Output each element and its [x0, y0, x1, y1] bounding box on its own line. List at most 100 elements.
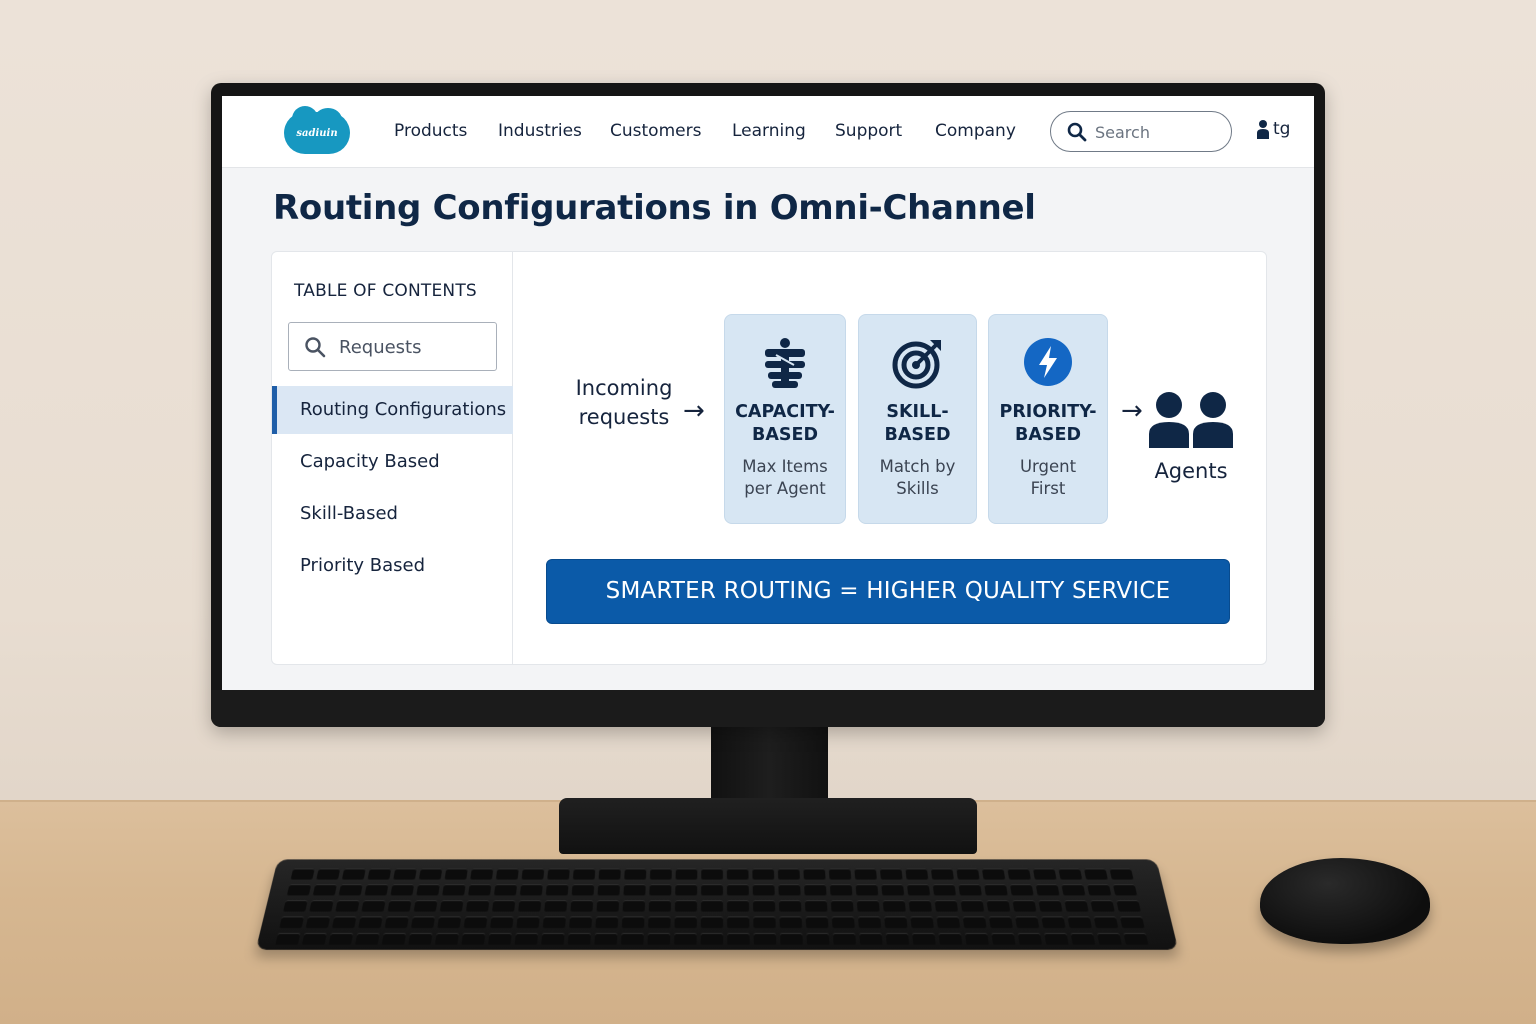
keyboard-key: [1070, 932, 1096, 945]
keyboard-row: [279, 916, 1145, 929]
keyboard-key: [1015, 916, 1040, 929]
card-description: Match by Skills: [859, 456, 976, 500]
page-title: Routing Configurations in Omni-Channel: [273, 188, 1036, 228]
keyboard-key: [468, 884, 492, 896]
keyboard-key: [355, 932, 380, 945]
keyboard-key: [364, 884, 389, 896]
keyboard-key: [335, 900, 360, 912]
keyboard-key: [700, 900, 724, 912]
keyboard: [255, 859, 1179, 950]
keyboard-key: [882, 900, 906, 912]
keyboard-key: [906, 884, 931, 896]
keyboard-key: [596, 900, 620, 912]
keyboard-key: [934, 900, 959, 912]
keyboard-key: [338, 884, 363, 896]
keyboard-key: [647, 932, 671, 945]
keyboard-key: [964, 932, 989, 945]
content-panel: TABLE OF CONTENTS Routing Configurations…: [271, 251, 1267, 665]
toc-search[interactable]: [288, 322, 497, 371]
keyboard-key: [1032, 868, 1057, 880]
keyboard-key: [305, 916, 331, 929]
keyboard-key: [1119, 916, 1145, 929]
keyboard-key: [463, 916, 488, 929]
nav-item-industries[interactable]: Industries: [498, 121, 582, 141]
keyboard-key: [461, 932, 486, 945]
keyboard-key: [674, 900, 698, 912]
keyboard-key: [675, 868, 698, 880]
keyboard-key: [908, 900, 932, 912]
toc-search-input[interactable]: [339, 336, 489, 358]
keyboard-key: [648, 900, 672, 912]
keyboard-key: [726, 900, 750, 912]
toc-item-skill-based[interactable]: Skill-Based: [300, 503, 398, 524]
keyboard-key: [726, 868, 749, 880]
keyboard-key: [960, 900, 985, 912]
keyboard-key: [1123, 932, 1149, 945]
user-menu[interactable]: tg: [1256, 119, 1290, 139]
keyboard-key: [700, 916, 724, 929]
keyboard-key: [803, 868, 826, 880]
keyboard-key: [286, 884, 312, 896]
arrow-right-icon: →: [683, 396, 705, 426]
keyboard-key: [905, 868, 929, 880]
nav-search[interactable]: [1050, 111, 1232, 152]
nav-item-products[interactable]: Products: [394, 121, 468, 141]
card-skill-based: SKILL- BASED Match by Skills: [858, 314, 977, 524]
keyboard-key: [674, 932, 697, 945]
card-title: CAPACITY- BASED: [725, 401, 845, 447]
keyboard-key: [958, 884, 982, 896]
toc-item-priority-based[interactable]: Priority Based: [300, 555, 426, 576]
keyboard-key: [598, 868, 621, 880]
keyboard-key: [331, 916, 357, 929]
keyboard-key: [830, 900, 854, 912]
top-nav: sadiuin Products Industries Customers Le…: [222, 96, 1314, 168]
nav-item-company[interactable]: Company: [935, 121, 1016, 141]
search-icon: [305, 337, 326, 358]
monitor-stand-base: [559, 798, 977, 854]
keyboard-key: [1035, 884, 1060, 896]
brand-logo[interactable]: sadiuin: [284, 106, 350, 154]
keyboard-key: [620, 932, 644, 945]
keyboard-key: [465, 900, 490, 912]
keyboard-key: [778, 884, 801, 896]
nav-search-input[interactable]: [1095, 121, 1215, 143]
keyboard-key: [1061, 884, 1086, 896]
keyboard-key: [316, 868, 341, 880]
keyboard-key: [541, 932, 565, 945]
card-title-line-1: SKILL-: [886, 402, 949, 422]
keyboard-key: [1058, 868, 1083, 880]
balance-icon: [765, 338, 805, 388]
nav-item-learning[interactable]: Learning: [732, 121, 806, 141]
keyboard-key: [487, 932, 512, 945]
keyboard-key: [752, 868, 775, 880]
toc-item-capacity-based[interactable]: Capacity Based: [300, 451, 440, 472]
keyboard-key: [569, 916, 593, 929]
keyboard-key: [885, 932, 910, 945]
keyboard-key: [545, 884, 569, 896]
search-icon: [1067, 122, 1087, 142]
keyboard-key: [514, 932, 539, 945]
keyboard-key: [856, 900, 880, 912]
keyboard-key: [938, 932, 963, 945]
keyboard-key: [547, 868, 570, 880]
keyboard-key: [544, 900, 568, 912]
card-desc-line-1: Max Items: [742, 457, 828, 476]
keyboard-key: [495, 868, 519, 880]
keyboard-key: [1083, 868, 1108, 880]
card-title-line-2: BASED: [752, 425, 818, 445]
keyboard-key: [779, 916, 803, 929]
keyboard-key: [884, 916, 908, 929]
card-title-line-1: CAPACITY-: [735, 402, 835, 422]
keyboard-key: [753, 932, 777, 945]
keyboard-key: [832, 932, 857, 945]
incoming-line-2: requests: [578, 405, 670, 429]
card-desc-line-1: Urgent: [1019, 457, 1077, 476]
toc-item-routing-configurations[interactable]: Routing Configurations: [272, 386, 513, 434]
nav-item-support[interactable]: Support: [835, 121, 903, 141]
keyboard-key: [726, 884, 749, 896]
keyboard-key: [434, 932, 459, 945]
keyboard-key: [312, 884, 338, 896]
keyboard-key: [572, 868, 596, 880]
nav-item-customers[interactable]: Customers: [610, 121, 702, 141]
keyboard-key: [622, 900, 646, 912]
